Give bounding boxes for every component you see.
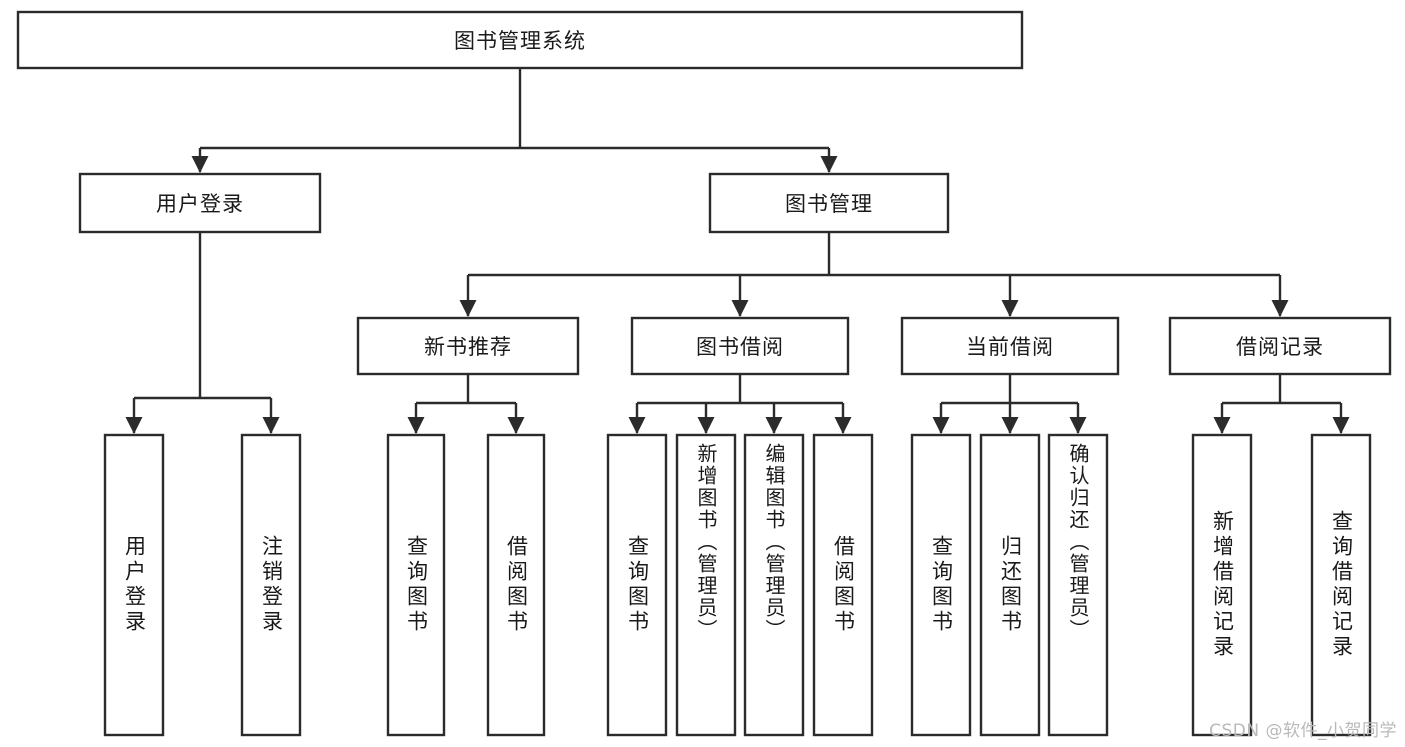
node-box-br-query-record[interactable] bbox=[1310, 433, 1372, 737]
arrow-head bbox=[1001, 417, 1019, 434]
arrow-head bbox=[765, 417, 783, 434]
arrow-head bbox=[834, 417, 852, 434]
node-box-book-borrow[interactable] bbox=[630, 316, 850, 376]
node-box-user-logout[interactable] bbox=[240, 433, 302, 737]
arrow-head bbox=[1332, 417, 1350, 434]
arrow-head bbox=[697, 417, 715, 434]
boxes-layer bbox=[16, 10, 1392, 737]
arrow-head bbox=[125, 417, 143, 434]
node-box-book-management[interactable] bbox=[708, 172, 950, 234]
arrow-head bbox=[932, 417, 950, 434]
node-box-current-borrow[interactable] bbox=[900, 316, 1120, 376]
arrow-head bbox=[1069, 417, 1087, 434]
arrow-head bbox=[820, 156, 838, 173]
node-box-borrow-records[interactable] bbox=[1168, 316, 1392, 376]
node-box-new-book-recommend[interactable] bbox=[356, 316, 580, 376]
node-box-nbr-query-book[interactable] bbox=[386, 433, 446, 737]
arrow-head bbox=[628, 417, 646, 434]
node-box-bb-add-book[interactable] bbox=[675, 433, 737, 737]
node-box-bb-edit-book[interactable] bbox=[743, 433, 805, 737]
connectors-layer bbox=[125, 68, 1350, 434]
node-box-bb-borrow-book[interactable] bbox=[812, 433, 874, 737]
arrow-head bbox=[507, 417, 525, 434]
node-box-bb-query-book[interactable] bbox=[606, 433, 668, 737]
node-box-br-add-record[interactable] bbox=[1191, 433, 1253, 737]
arrow-head bbox=[731, 300, 749, 317]
node-box-root[interactable] bbox=[16, 10, 1024, 70]
arrow-head bbox=[262, 417, 280, 434]
arrow-head bbox=[1001, 300, 1019, 317]
arrow-head bbox=[407, 417, 425, 434]
node-box-user-login[interactable] bbox=[78, 172, 322, 234]
node-box-nbr-borrow-book[interactable] bbox=[486, 433, 546, 737]
watermark: CSDN @软件_小贺同学 bbox=[1209, 721, 1397, 741]
arrow-head bbox=[1271, 300, 1289, 317]
node-box-cb-query-book[interactable] bbox=[910, 433, 972, 737]
node-box-cb-return-book[interactable] bbox=[979, 433, 1041, 737]
arrow-head bbox=[1213, 417, 1231, 434]
node-box-user-login-do[interactable] bbox=[103, 433, 165, 737]
node-box-cb-confirm-return[interactable] bbox=[1047, 433, 1109, 737]
arrow-head bbox=[459, 300, 477, 317]
arrow-head bbox=[191, 156, 209, 173]
